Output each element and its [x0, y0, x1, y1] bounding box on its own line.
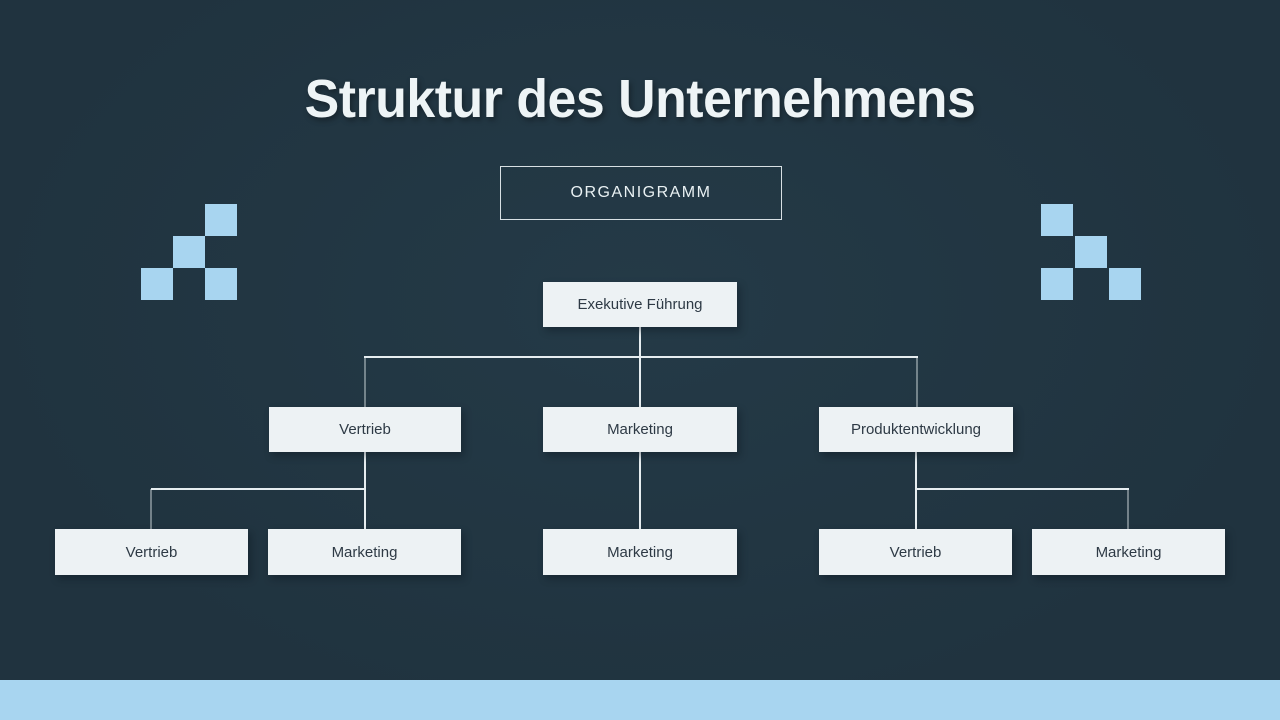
connector-left-branch-stem: [364, 452, 366, 530]
deco-square: [1109, 268, 1141, 300]
deco-square: [205, 268, 237, 300]
connector-right-child-drop: [1127, 489, 1129, 530]
org-node-label: Vertrieb: [889, 543, 942, 561]
org-node-label: Exekutive Führung: [577, 296, 703, 313]
connector-left-child-drop: [150, 489, 152, 530]
connector-root-stem: [639, 327, 641, 357]
org-node-label: Produktentwicklung: [850, 421, 982, 438]
bottom-accent-bar: [0, 680, 1280, 720]
organigramm-badge: ORGANIGRAMM: [500, 166, 782, 220]
slide-title: Struktur des Unternehmens: [304, 69, 976, 129]
org-node-label: Vertrieb: [125, 543, 178, 561]
deco-square: [1075, 236, 1107, 268]
connector-drop-right: [916, 357, 918, 407]
deco-square: [205, 204, 237, 236]
deco-square: [1041, 204, 1073, 236]
org-node-vertrieb: Vertrieb: [269, 407, 461, 452]
org-node-root: Exekutive Führung: [543, 282, 737, 327]
deco-square: [173, 236, 205, 268]
connector-right-horizontal: [915, 488, 1129, 490]
organigramm-badge-label: ORGANIGRAMM: [570, 184, 712, 201]
connector-center-branch-stem: [639, 452, 641, 530]
org-node-vertrieb-child-vertrieb: Vertrieb: [55, 529, 248, 575]
org-node-produktentwicklung: Produktentwicklung: [819, 407, 1013, 452]
org-node-label: Marketing: [607, 543, 673, 561]
org-node-label: Marketing: [607, 421, 673, 438]
org-node-label: Marketing: [1095, 543, 1162, 561]
connector-main-horizontal: [364, 356, 918, 358]
org-node-produkt-child-marketing: Marketing: [1032, 529, 1225, 575]
org-node-marketing-child-marketing: Marketing: [543, 529, 737, 575]
org-node-vertrieb-child-marketing: Marketing: [268, 529, 461, 575]
deco-square: [1041, 268, 1073, 300]
deco-square: [141, 268, 173, 300]
org-node-label: Marketing: [331, 543, 398, 561]
connector-drop-left: [364, 357, 366, 407]
org-node-produkt-child-vertrieb: Vertrieb: [819, 529, 1012, 575]
connector-left-horizontal: [151, 488, 366, 490]
org-node-label: Vertrieb: [339, 421, 391, 438]
org-node-marketing: Marketing: [543, 407, 737, 452]
connector-right-branch-stem: [915, 452, 917, 530]
connector-drop-center: [639, 357, 641, 407]
